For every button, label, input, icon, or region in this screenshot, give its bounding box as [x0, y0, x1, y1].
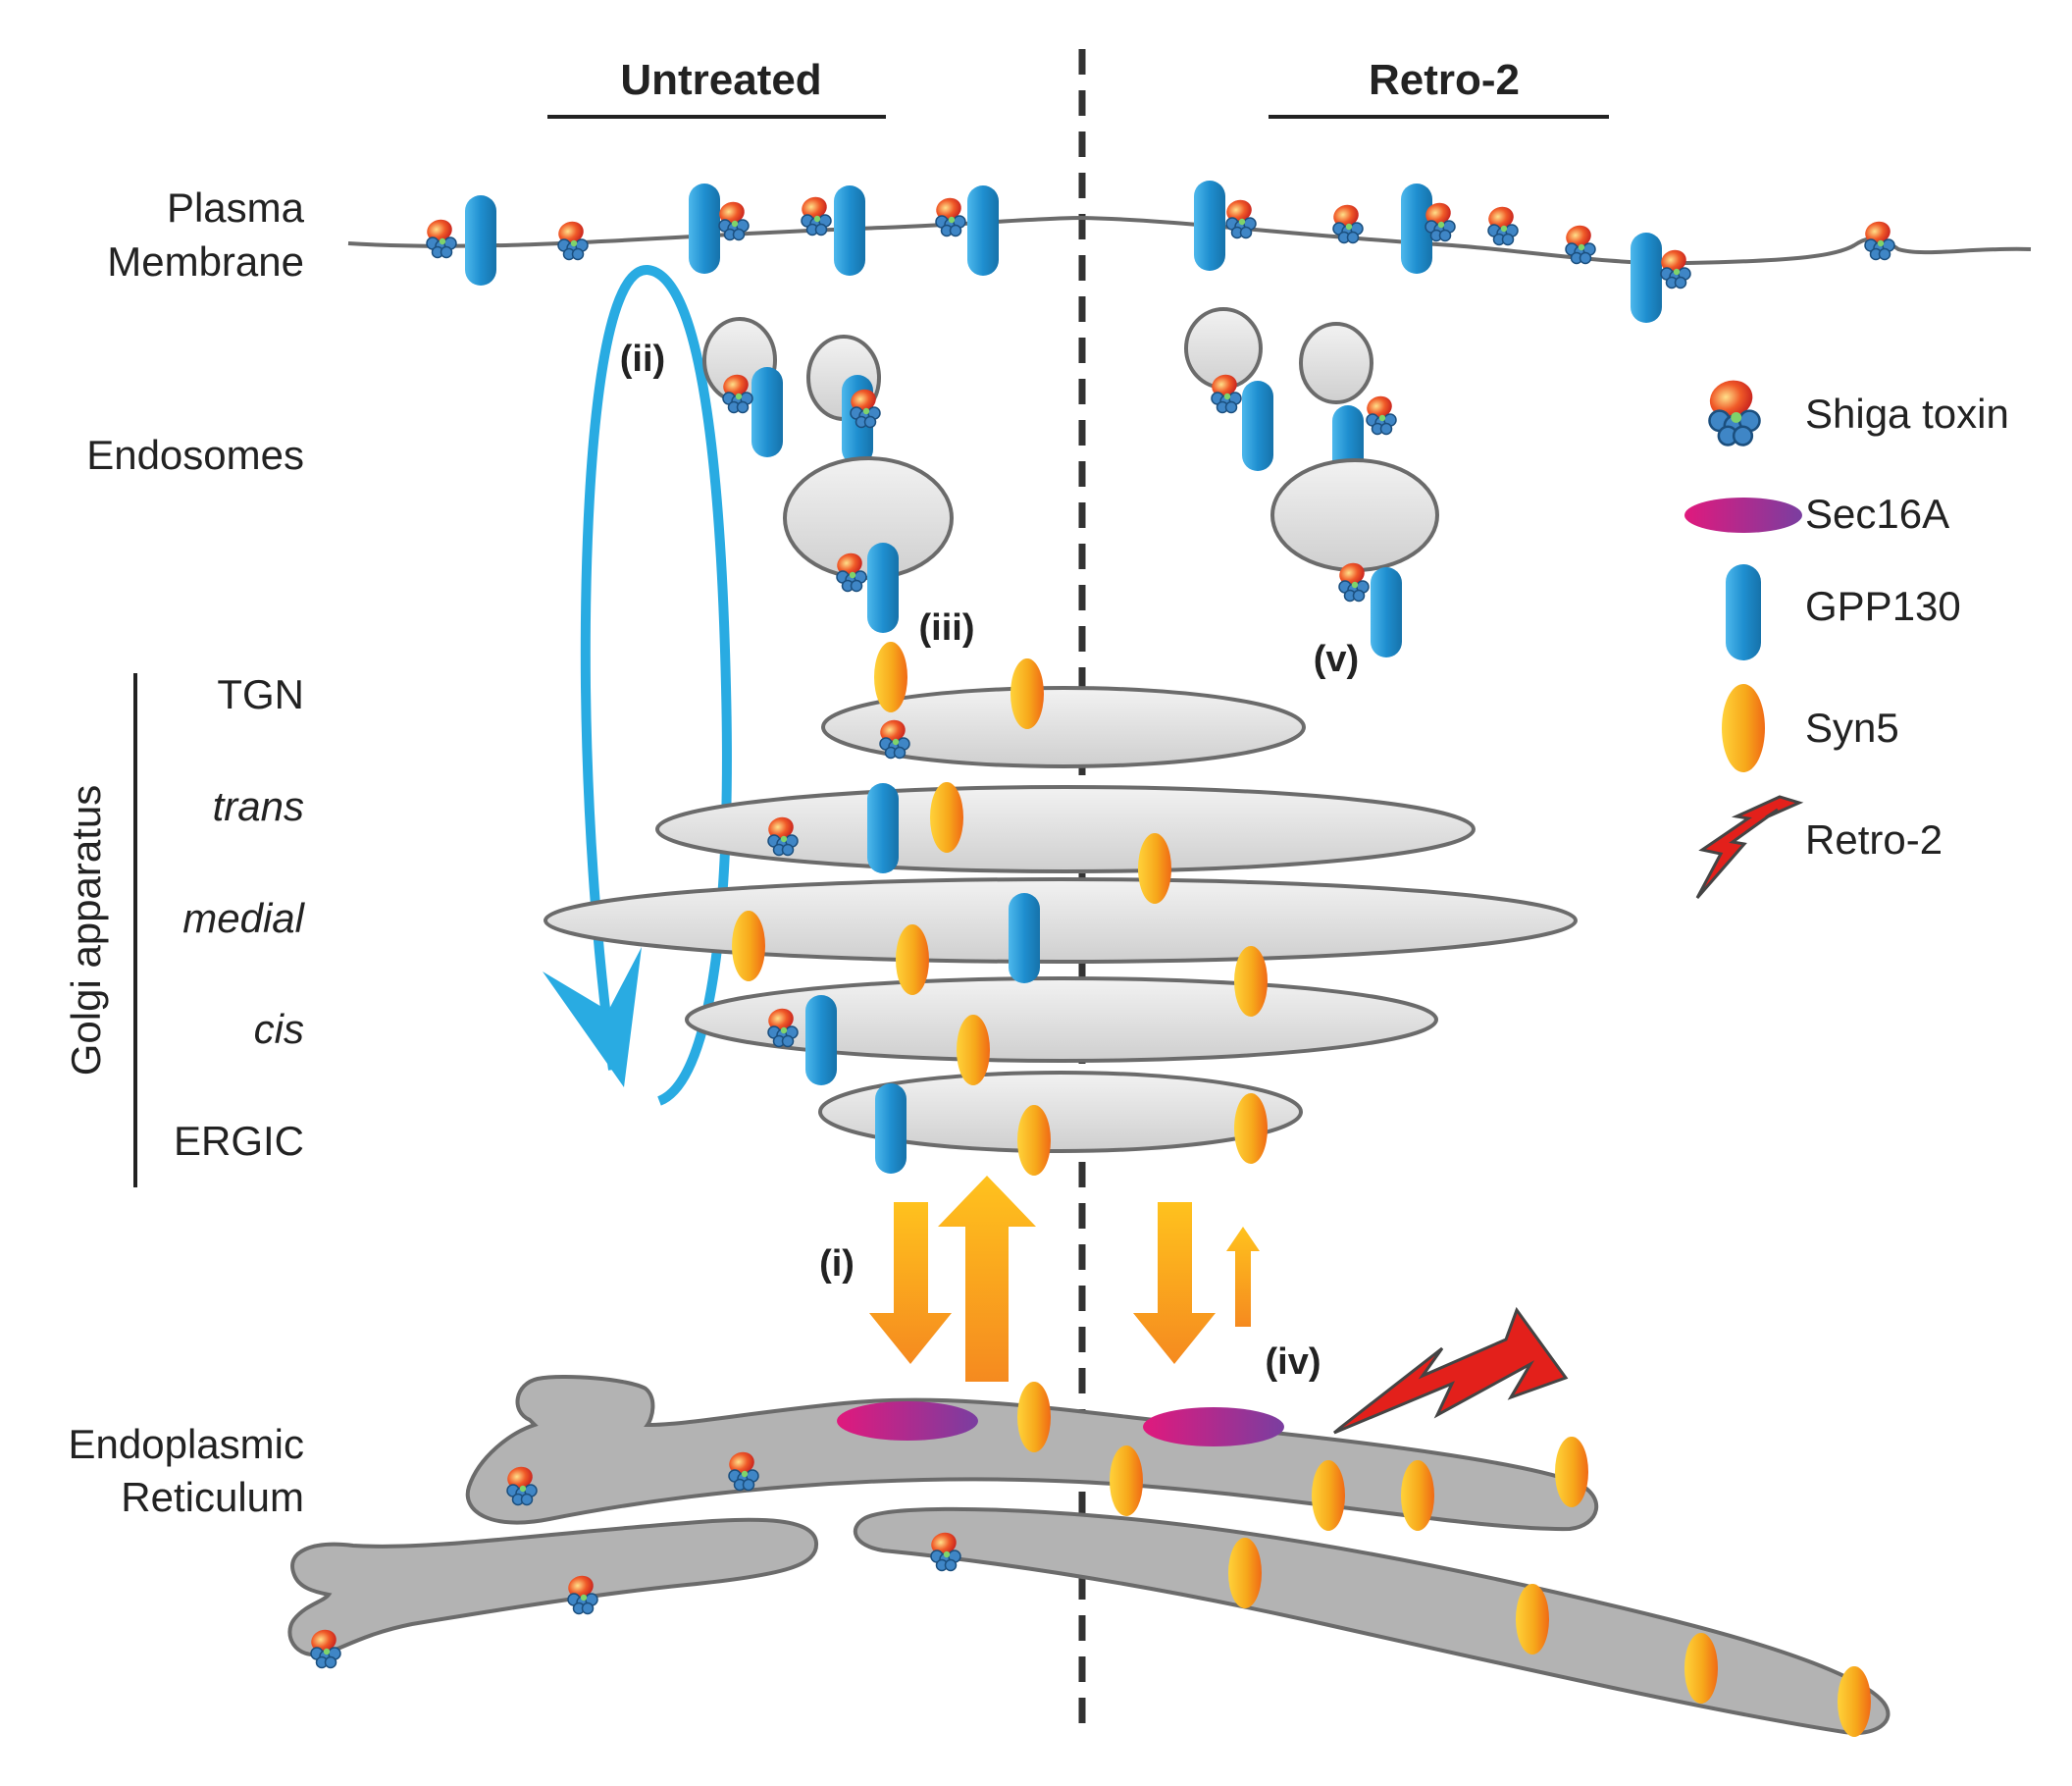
sec16a-untreated	[837, 1401, 978, 1441]
shiga-toxin-icon	[1703, 373, 1761, 446]
retro2-icon	[1695, 795, 1804, 899]
cis-cisterna	[685, 976, 1438, 1063]
step-ii-label: (ii)	[620, 339, 665, 380]
medial-cisterna	[544, 877, 1578, 964]
gpp130-icon	[1726, 564, 1761, 660]
tgn-label: TGN	[217, 671, 304, 717]
legend-retro2-label: Retro-2	[1805, 816, 1942, 863]
retro2-endosomes	[1184, 307, 1439, 657]
endosomes-label: Endosomes	[86, 432, 304, 478]
syn5-icon	[1722, 684, 1765, 772]
legend-sec16a-label: Sec16A	[1805, 491, 1949, 537]
er-label-line1: Endoplasmic	[69, 1421, 304, 1467]
tgn-cisterna	[821, 686, 1306, 768]
medial-label: medial	[182, 895, 305, 941]
retro2-pm-proteins	[1194, 181, 1895, 323]
cis-label: cis	[254, 1006, 304, 1052]
trans-label: trans	[213, 783, 304, 829]
er-proteins	[307, 1382, 1871, 1737]
legend: Shiga toxin Sec16A GPP130 Syn5 Retro-2	[1684, 373, 2009, 899]
step-iv-label: (iv)	[1266, 1341, 1321, 1383]
ergic-label: ERGIC	[174, 1118, 304, 1164]
recycling-pathway-arrow	[543, 264, 732, 1106]
er-label-line2: Reticulum	[121, 1474, 304, 1520]
retro2-header: Retro-2	[1369, 56, 1520, 104]
golgi-stack	[544, 686, 1578, 1153]
step-i-label: (i)	[819, 1243, 855, 1285]
untreated-header: Untreated	[620, 56, 821, 104]
untreated-endosomes	[702, 317, 954, 633]
trans-cisterna	[655, 785, 1476, 873]
untreated-pm-proteins	[423, 184, 999, 286]
retro2-er-golgi-arrows	[1133, 1202, 1260, 1364]
plasma-membrane	[347, 215, 2032, 266]
endoplasmic-reticulum	[287, 1375, 1891, 1735]
ergic-cisterna	[818, 1071, 1303, 1153]
plasma-membrane-label-line1: Plasma	[167, 184, 305, 231]
legend-gpp130-label: GPP130	[1805, 583, 1961, 629]
retro2-drug-bolt	[1333, 1306, 1569, 1435]
sec16a-icon	[1684, 498, 1802, 533]
legend-syn5-label: Syn5	[1805, 705, 1899, 751]
golgi-label: Golgi apparatus	[63, 785, 109, 1077]
untreated-er-golgi-arrows	[869, 1176, 1036, 1382]
step-v-label: (v)	[1314, 639, 1359, 680]
legend-shiga-toxin-label: Shiga toxin	[1805, 391, 2009, 437]
step-iii-label: (iii)	[919, 607, 975, 649]
plasma-membrane-label-line2: Membrane	[107, 238, 304, 285]
sec16a-retro2	[1143, 1407, 1284, 1446]
